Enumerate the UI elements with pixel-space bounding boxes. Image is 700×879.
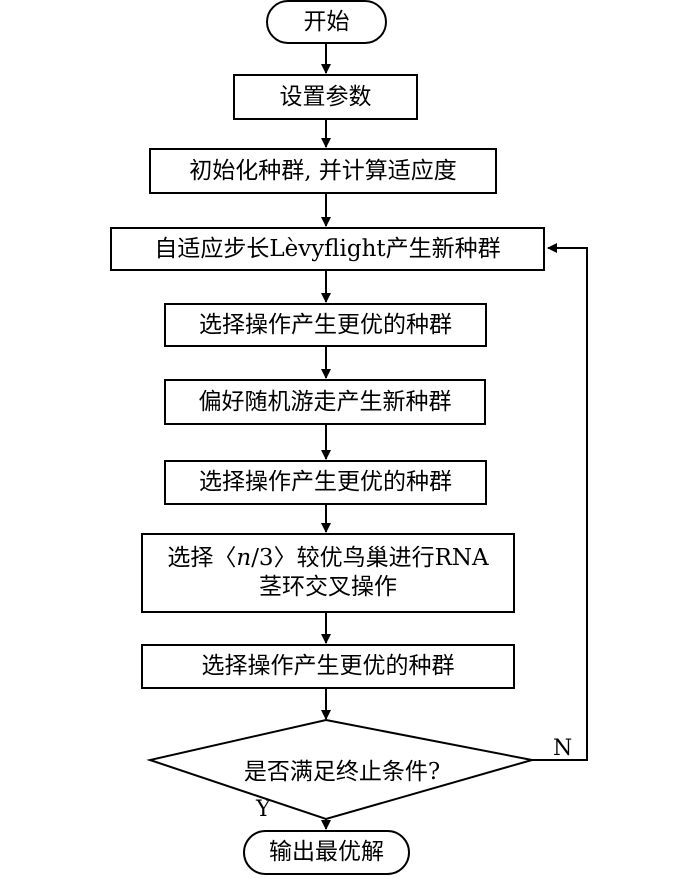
select-1-label: 选择操作产生更优的种群 xyxy=(199,311,452,338)
output-terminal: 输出最优解 xyxy=(243,830,410,875)
start-label: 开始 xyxy=(303,8,350,35)
init-population-label: 初始化种群, 并计算适应度 xyxy=(189,157,457,184)
select-step-1: 选择操作产生更优的种群 xyxy=(164,303,487,347)
yes-branch-label: Y xyxy=(256,797,271,822)
rna-crossover-step: 选择〈n/3〉较优鸟巢进行RNA 茎环交叉操作 xyxy=(141,533,515,613)
preference-walk-label: 偏好随机游走产生新种群 xyxy=(198,388,452,415)
set-params-step: 设置参数 xyxy=(233,74,418,120)
decision-diamond xyxy=(146,718,533,821)
set-params-label: 设置参数 xyxy=(279,83,372,110)
rna-line-1-suffix: /3〉较优鸟巢进行RNA xyxy=(251,545,489,572)
no-branch-label: N xyxy=(553,736,573,761)
decision-label: 是否满足终止条件? xyxy=(243,759,441,785)
rna-line-1-prefix: 选择〈 xyxy=(167,545,237,572)
loop-back-no-branch xyxy=(532,243,588,761)
levy-flight-step: 自适应步长Lèvyflight产生新种群 xyxy=(110,227,545,271)
select-3-label: 选择操作产生更优的种群 xyxy=(201,653,455,680)
rna-line-1: 选择〈n/3〉较优鸟巢进行RNA xyxy=(167,544,488,573)
select-step-2: 选择操作产生更优的种群 xyxy=(164,460,487,505)
select-step-3: 选择操作产生更优的种群 xyxy=(141,644,515,689)
output-label: 输出最优解 xyxy=(269,839,384,866)
init-population-step: 初始化种群, 并计算适应度 xyxy=(149,148,497,194)
rna-line-2: 茎环交叉操作 xyxy=(259,574,397,600)
levy-flight-label: 自适应步长Lèvyflight产生新种群 xyxy=(154,235,501,262)
preference-walk-step: 偏好随机游走产生新种群 xyxy=(164,379,486,425)
rna-line-1-variable: n xyxy=(236,545,252,572)
start-terminal: 开始 xyxy=(266,0,387,44)
select-2-label: 选择操作产生更优的种群 xyxy=(199,469,452,496)
